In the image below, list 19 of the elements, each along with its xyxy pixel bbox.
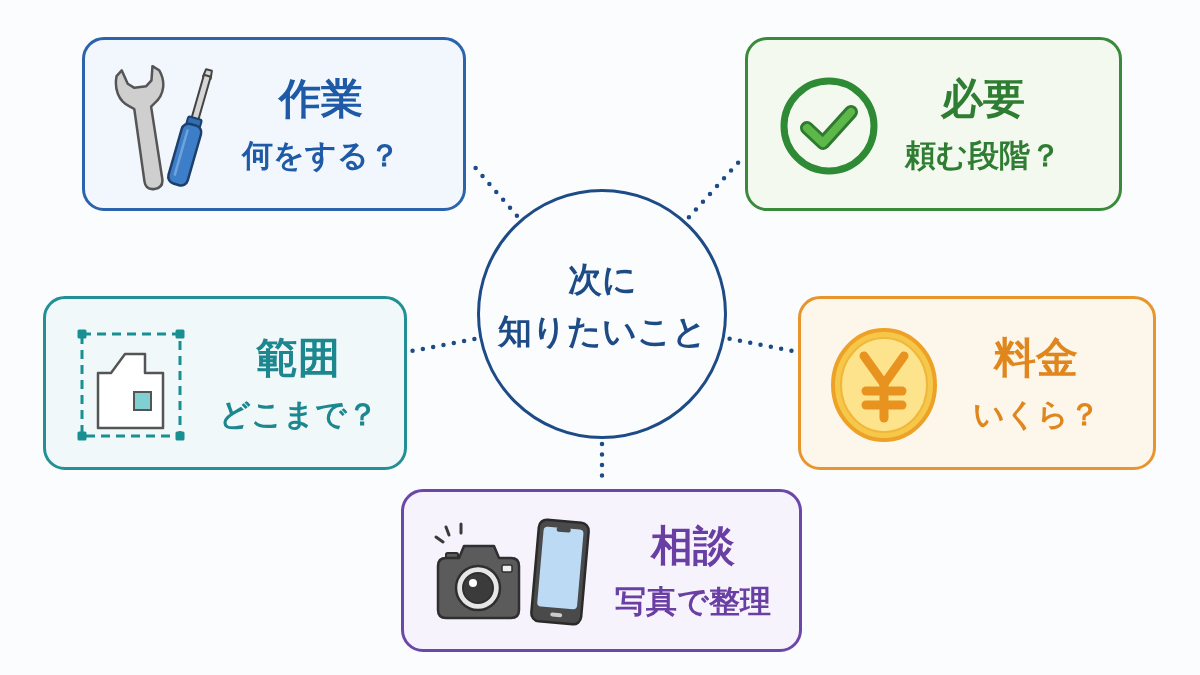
topic-card	[82, 37, 466, 211]
card-heading: 必要	[941, 74, 1025, 125]
topic-card	[798, 296, 1156, 470]
topic-card	[401, 489, 802, 652]
card-heading: 相談	[651, 520, 735, 572]
card-subtitle: 何をする？	[242, 136, 400, 174]
card-heading: 作業	[279, 74, 363, 125]
center-title: 次に	[567, 257, 637, 300]
dotted-connector	[727, 336, 796, 354]
card-heading: 料金	[994, 333, 1078, 384]
card-subtitle: どこまで？	[218, 395, 378, 433]
card-heading: 範囲	[256, 333, 340, 384]
center-title: 知りたいこと	[497, 310, 707, 353]
topic-card	[43, 296, 407, 470]
dotted-connector	[409, 336, 477, 354]
card-subtitle: 写真で整理	[615, 583, 771, 621]
card-subtitle: 頼む段階？	[905, 136, 1061, 174]
card-subtitle: いくら？	[972, 395, 1100, 433]
topic-card	[745, 37, 1122, 211]
